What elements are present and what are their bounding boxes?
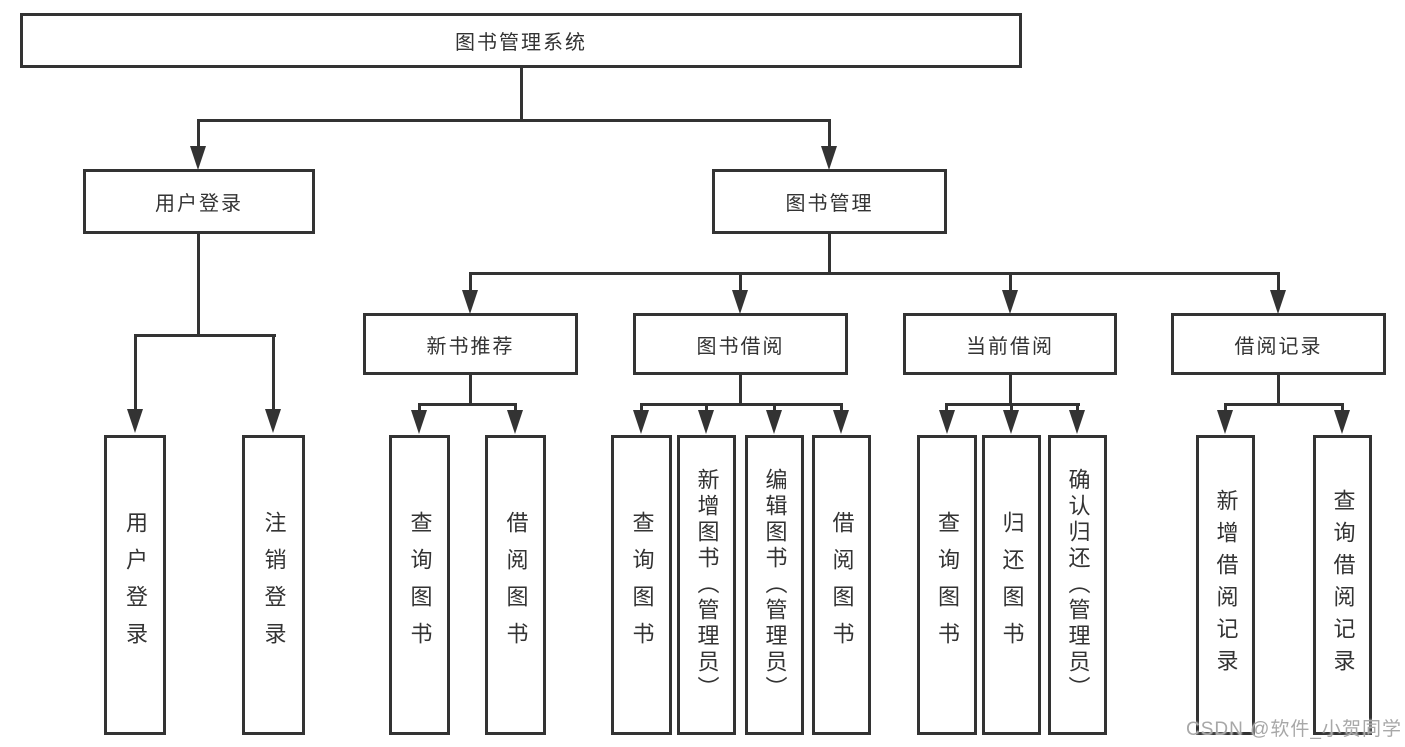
connector-vline [1076, 403, 1079, 412]
node-current-borrowing: 当前借阅 [903, 313, 1117, 375]
connector-vline [1009, 272, 1012, 294]
connector-vline [840, 403, 843, 412]
leaf-borrow-books-borrowing: 借阅图书 [812, 435, 871, 735]
connector-vline [197, 234, 200, 337]
arrowhead-down-icon [766, 410, 782, 434]
connector-vline [1277, 272, 1280, 294]
node-new-book-recommendation: 新书推荐 [363, 313, 578, 375]
connector-vline [520, 68, 523, 122]
arrowhead-down-icon [411, 410, 427, 434]
leaf-add-borrow-record: 新增借阅记录 [1196, 435, 1255, 735]
arrowhead-down-icon [462, 290, 478, 314]
node-user-login: 用户登录 [83, 169, 315, 234]
connector-vline [197, 119, 200, 149]
arrowhead-down-icon [1334, 410, 1350, 434]
connector-vline [469, 375, 472, 406]
connector-vline [739, 272, 742, 294]
connector-vline [773, 403, 776, 412]
watermark: CSDN @软件_小贺同学 [1186, 719, 1402, 740]
connector-vline [739, 375, 742, 406]
arrowhead-down-icon [633, 410, 649, 434]
connector-hline [469, 272, 1280, 275]
connector-vline [705, 403, 708, 412]
node-book-borrowing: 图书借阅 [633, 313, 848, 375]
connector-vline [828, 119, 831, 149]
leaf-add-books-admin: 新增图书（管理员） [677, 435, 736, 735]
leaf-edit-books-admin: 编辑图书（管理员） [745, 435, 804, 735]
connector-vline [469, 272, 472, 294]
arrowhead-down-icon [698, 410, 714, 434]
connector-vline [640, 403, 643, 412]
leaf-query-books-recommend: 查询图书 [389, 435, 450, 735]
connector-vline [514, 403, 517, 412]
connector-vline [1224, 403, 1227, 412]
arrowhead-down-icon [1002, 290, 1018, 314]
connector-hline [418, 403, 517, 406]
leaf-query-borrow-record: 查询借阅记录 [1313, 435, 1372, 735]
connector-vline [1010, 403, 1013, 412]
node-root: 图书管理系统 [20, 13, 1022, 68]
connector-hline [1224, 403, 1344, 406]
connector-vline [1277, 375, 1280, 406]
arrowhead-down-icon [939, 410, 955, 434]
leaf-query-books-current: 查询图书 [917, 435, 977, 735]
arrowhead-down-icon [190, 146, 206, 170]
leaf-user-login: 用户登录 [104, 435, 166, 735]
leaf-return-books: 归还图书 [982, 435, 1041, 735]
arrowhead-down-icon [1003, 410, 1019, 434]
arrowhead-down-icon [1270, 290, 1286, 314]
connector-vline [1341, 403, 1344, 412]
arrowhead-down-icon [821, 146, 837, 170]
arrowhead-down-icon [1217, 410, 1233, 434]
arrowhead-down-icon [732, 290, 748, 314]
arrowhead-down-icon [127, 409, 143, 433]
arrowhead-down-icon [265, 409, 281, 433]
connector-vline [828, 234, 831, 275]
connector-hline [134, 334, 276, 337]
connector-vline [272, 334, 275, 410]
connector-vline [134, 334, 137, 410]
leaf-borrow-books-recommend: 借阅图书 [485, 435, 546, 735]
connector-vline [1009, 375, 1012, 406]
leaf-logout: 注销登录 [242, 435, 305, 735]
node-borrowing-records: 借阅记录 [1171, 313, 1386, 375]
connector-vline [945, 403, 948, 412]
connector-hline [197, 119, 831, 122]
arrowhead-down-icon [1069, 410, 1085, 434]
leaf-query-books-borrowing: 查询图书 [611, 435, 672, 735]
node-book-management: 图书管理 [712, 169, 947, 234]
leaf-confirm-return-admin: 确认归还（管理员） [1048, 435, 1107, 735]
connector-vline [418, 403, 421, 412]
connector-hline [640, 403, 843, 406]
arrowhead-down-icon [507, 410, 523, 434]
arrowhead-down-icon [833, 410, 849, 434]
